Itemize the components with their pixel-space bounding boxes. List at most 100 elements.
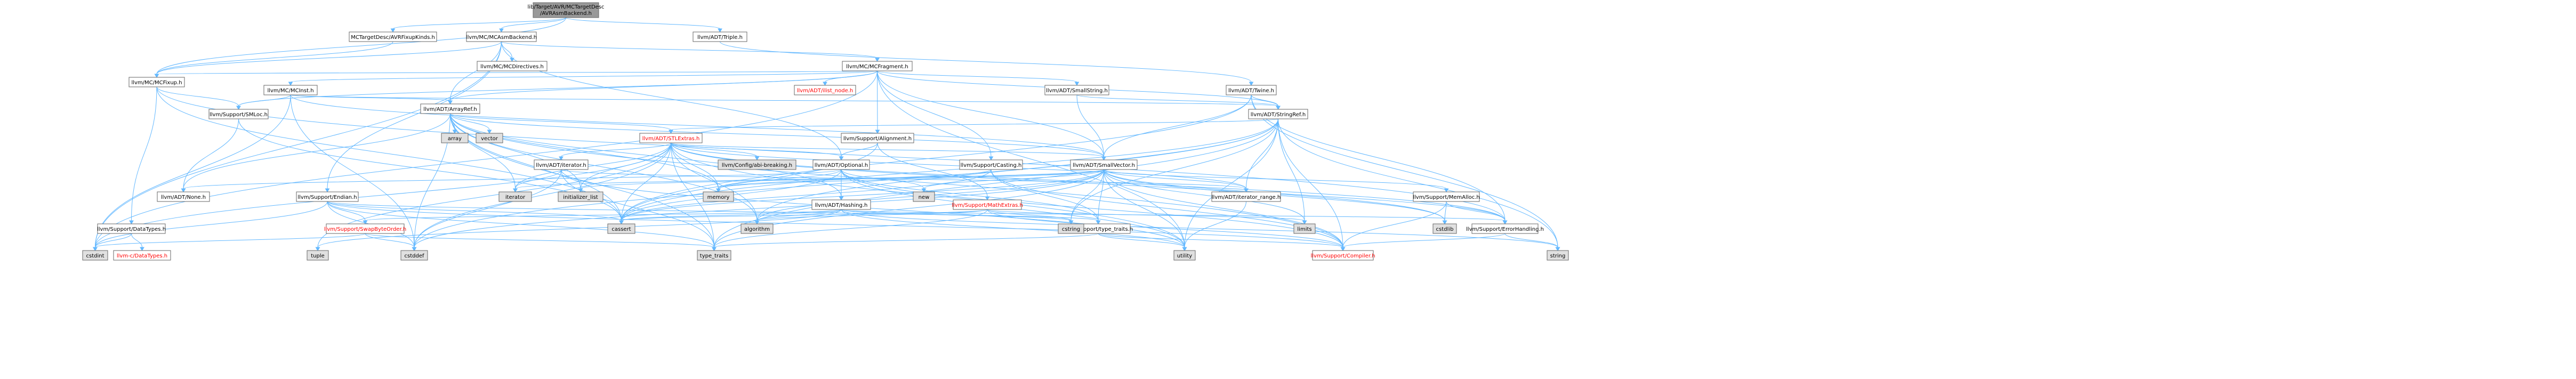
node-none[interactable]: llvm/ADT/None.h [157, 191, 210, 202]
edge-stringref-to-cassert [619, 118, 1278, 224]
node-label: llvm/ADT/Hashing.h [815, 203, 868, 208]
edge-root-to-asmbackend [499, 17, 566, 33]
edge-errorhandling-to-string [1504, 233, 1560, 251]
node-triple[interactable]: llvm/ADT/Triple.h [693, 31, 747, 42]
node-asmbackend[interactable]: llvm/MC/MCAsmBackend.h [466, 31, 537, 42]
edge-mcfragment-to-casting [877, 70, 994, 160]
node-swapbyteorder[interactable]: llvm/Support/SwapByteOrder.h [324, 223, 406, 234]
node-cdatatypes[interactable]: llvm-c/DataTypes.h [113, 250, 171, 261]
node-label: type_traits [700, 253, 728, 259]
node-arrayref[interactable]: llvm/ADT/ArrayRef.h [420, 103, 480, 114]
node-label: llvm/Support/DataTypes.h [97, 227, 166, 232]
edge-stlextras-to-configbreaking [671, 142, 760, 160]
node-label: llvm/ADT/iterator_range.h [1212, 195, 1281, 200]
edge-smallvector-to-std_iterator [513, 169, 1104, 192]
edge-mcfragment-to-alignment [875, 70, 880, 134]
node-type-traits: type_traits [697, 250, 731, 261]
node-label: llvm/ADT/STLExtras.h [642, 136, 700, 142]
node-label: llvm/ADT/SmallVector.h [1073, 163, 1135, 168]
node-endian[interactable]: llvm/Support/Endian.h [296, 191, 359, 202]
edge-mathextras-to-cassert [619, 209, 988, 224]
node-stringref[interactable]: llvm/ADT/StringRef.h [1248, 109, 1308, 119]
node-label: llvm/Support/Endian.h [297, 195, 357, 200]
node-label-1: lib/Target/AVR/MCTargetDesc [527, 4, 604, 10]
edge-stlextras-to-iterator [559, 142, 671, 160]
node-label: llvm-c/DataTypes.h [117, 253, 167, 259]
node-label: llvm/MC/MCFixup.h [131, 80, 182, 86]
edge-errorhandling-to-compiler [1340, 233, 1506, 251]
node-smloc[interactable]: llvm/Support/SMLoc.h [208, 109, 269, 119]
node-errorhandling[interactable]: llvm/Support/ErrorHandling.h [1466, 223, 1544, 234]
node-iterator[interactable]: llvm/ADT/iterator.h [534, 159, 589, 170]
node-mathextras[interactable]: llvm/Support/MathExtras.h [952, 199, 1023, 210]
node-label: llvm/MC/MCInst.h [267, 88, 313, 94]
edge-casting-to-compiler [991, 169, 1346, 251]
node-label: cstdint [86, 253, 104, 259]
node-label: cassert [611, 227, 631, 232]
node-hashing[interactable]: llvm/ADT/Hashing.h [811, 199, 871, 210]
edge-mcfragment-to-smallstring [877, 70, 1080, 86]
edge-arrayref-to-smallvector [450, 113, 1106, 160]
node-ilist-node[interactable]: llvm/ADT/ilist_node.h [794, 85, 856, 95]
edge-stringref-to-stlextras [669, 118, 1278, 134]
node-cstring: cstring [1058, 223, 1084, 234]
edge-triple-to-twine [720, 41, 1254, 86]
node-std-iterator: iterator [498, 191, 532, 202]
node-label: cstddef [405, 253, 424, 259]
node-label: memory [707, 195, 730, 200]
node-label: llvm/Support/SwapByteOrder.h [324, 227, 406, 232]
edge-typetraits-to-utility [1098, 233, 1187, 251]
edge-memalloc-to-errorhandling [1446, 201, 1508, 224]
node-label: llvm/MC/MCFragment.h [846, 64, 908, 70]
edge-twine-to-stringref [1251, 94, 1281, 110]
node-datatypes[interactable]: llvm/Support/DataTypes.h [97, 223, 166, 234]
node-label: cstring [1062, 227, 1080, 232]
node-mcdirectives[interactable]: llvm/MC/MCDirectives.h [477, 61, 548, 71]
node-twine[interactable]: llvm/ADT/Twine.h [1226, 85, 1277, 95]
edge-smallstring-to-stringref [1076, 94, 1281, 110]
node-label: initializer_list [563, 195, 598, 200]
node-alignment[interactable]: llvm/Support/Alignment.h [841, 133, 914, 143]
edge-mcinst-to-arrayref [290, 94, 453, 104]
edge-mcinst-to-smallvector [290, 94, 1106, 160]
node-mcfixup[interactable]: llvm/MC/MCFixup.h [128, 77, 185, 87]
node-mcinst[interactable]: llvm/MC/MCInst.h [263, 85, 318, 95]
edge-optional-to-hashing [839, 169, 844, 200]
node-new: new [913, 191, 935, 202]
node-memalloc[interactable]: llvm/Support/MemAlloc.h [1413, 191, 1480, 202]
node-label: algorithm [744, 227, 770, 232]
node-iterator-range[interactable]: llvm/ADT/iterator_range.h [1211, 191, 1281, 202]
node-cassert: cassert [607, 223, 635, 234]
node-label: string [1550, 253, 1566, 259]
edge-stlextras-to-tuple [315, 142, 671, 251]
edge-smallvector-to-type_traits [712, 169, 1104, 251]
node-cstddef: cstddef [400, 250, 428, 261]
node-stlextras[interactable]: llvm/ADT/STLExtras.h [639, 133, 703, 143]
edge-swapbyteorder-to-cstddef [365, 233, 417, 251]
node-compiler[interactable]: llvm/Support/Compiler.h [1310, 250, 1375, 261]
node-label: new [919, 195, 930, 200]
edge-smallvector-to-new [921, 169, 1104, 192]
node-label: llvm/MC/MCDirectives.h [480, 64, 544, 70]
node-casting[interactable]: llvm/Support/Casting.h [959, 159, 1023, 170]
edge-memalloc-to-cstdlib [1442, 201, 1447, 224]
edge-alignment-to-optional [839, 142, 878, 160]
edge-root-to-fixupkinds [390, 17, 566, 33]
node-fixupkinds[interactable]: MCTargetDesc/AVRFixupKinds.h [349, 31, 437, 42]
edge-memalloc-to-compiler [1340, 201, 1447, 251]
node-mcfragment[interactable]: llvm/MC/MCFragment.h [842, 61, 913, 71]
node-label: llvm/ADT/Optional.h [815, 163, 868, 168]
node-smallstring[interactable]: llvm/ADT/SmallString.h [1044, 85, 1109, 95]
node-optional[interactable]: llvm/ADT/Optional.h [812, 159, 870, 170]
edge-optional-to-compiler [841, 169, 1346, 251]
node-label: llvm/ADT/SmallString.h [1046, 88, 1108, 94]
edge-iterator-to-cstddef [412, 169, 561, 251]
node-smallvector[interactable]: llvm/ADT/SmallVector.h [1070, 159, 1138, 170]
node-label: llvm/ADT/ilist_node.h [797, 88, 854, 94]
node-label: llvm/ADT/ArrayRef.h [423, 107, 477, 112]
edge-swapbyteorder-to-type_traits [365, 233, 717, 251]
node-label: llvm/MC/MCAsmBackend.h [466, 35, 537, 41]
edge-asmbackend-to-mcfragment [501, 41, 880, 62]
node-root[interactable]: lib/Target/AVR/MCTargetDesc/AVRAsmBacken… [527, 2, 605, 18]
edge-mcfragment-to-mcinst [288, 70, 878, 86]
